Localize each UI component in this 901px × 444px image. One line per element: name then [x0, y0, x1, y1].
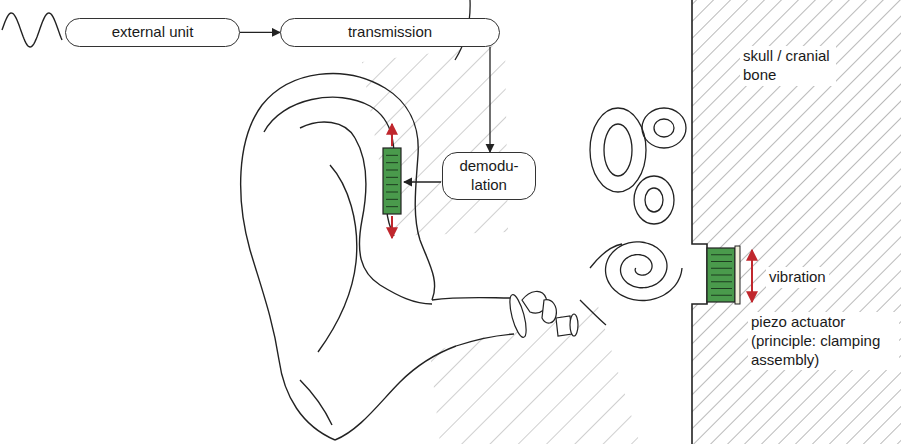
piezo-layer [711, 261, 732, 262]
cochlea [606, 242, 682, 301]
skull-boundary [692, 0, 707, 444]
part-label: piezo actuator (principle: clamping asse… [748, 312, 899, 370]
skull-hatch [692, 0, 901, 444]
ear-canal [432, 298, 514, 347]
callout-label: vibration [766, 267, 829, 288]
piezo-layer [711, 281, 732, 282]
process-box: external unit [65, 18, 240, 47]
piezo-layer [386, 177, 398, 178]
process-box: transmission [280, 18, 500, 47]
piezo-layer [386, 206, 398, 207]
piezo-layer [711, 254, 732, 255]
signal-arrow [489, 47, 490, 152]
middle-ear [507, 291, 578, 338]
piezo-layer [711, 268, 732, 269]
process-box: demodu- lation [442, 152, 536, 200]
piezo-layer [386, 155, 398, 156]
piezo-layer [711, 288, 732, 289]
inner-ear [580, 108, 686, 325]
box-label: external unit [78, 23, 227, 42]
sine-wave [2, 13, 62, 47]
box-label: demodu- lation [455, 157, 523, 195]
piezo-layer [386, 162, 398, 163]
box-label: transmission [293, 23, 487, 42]
piezo-layer [711, 295, 732, 296]
piezo-actuator-implant [383, 124, 441, 238]
tissue-hatch [430, 306, 640, 444]
pinna [241, 74, 456, 440]
piezo-actuator-skull [707, 246, 752, 304]
piezo-layer [386, 192, 398, 193]
piezo-layer [386, 184, 398, 185]
piezo-layer [711, 275, 732, 276]
signal-arrow [240, 32, 280, 33]
piezo-layer [386, 199, 398, 200]
tissue-hatch [362, 44, 508, 236]
piezo-layer [386, 170, 398, 171]
part-label: skull / cranial bone [740, 46, 836, 86]
